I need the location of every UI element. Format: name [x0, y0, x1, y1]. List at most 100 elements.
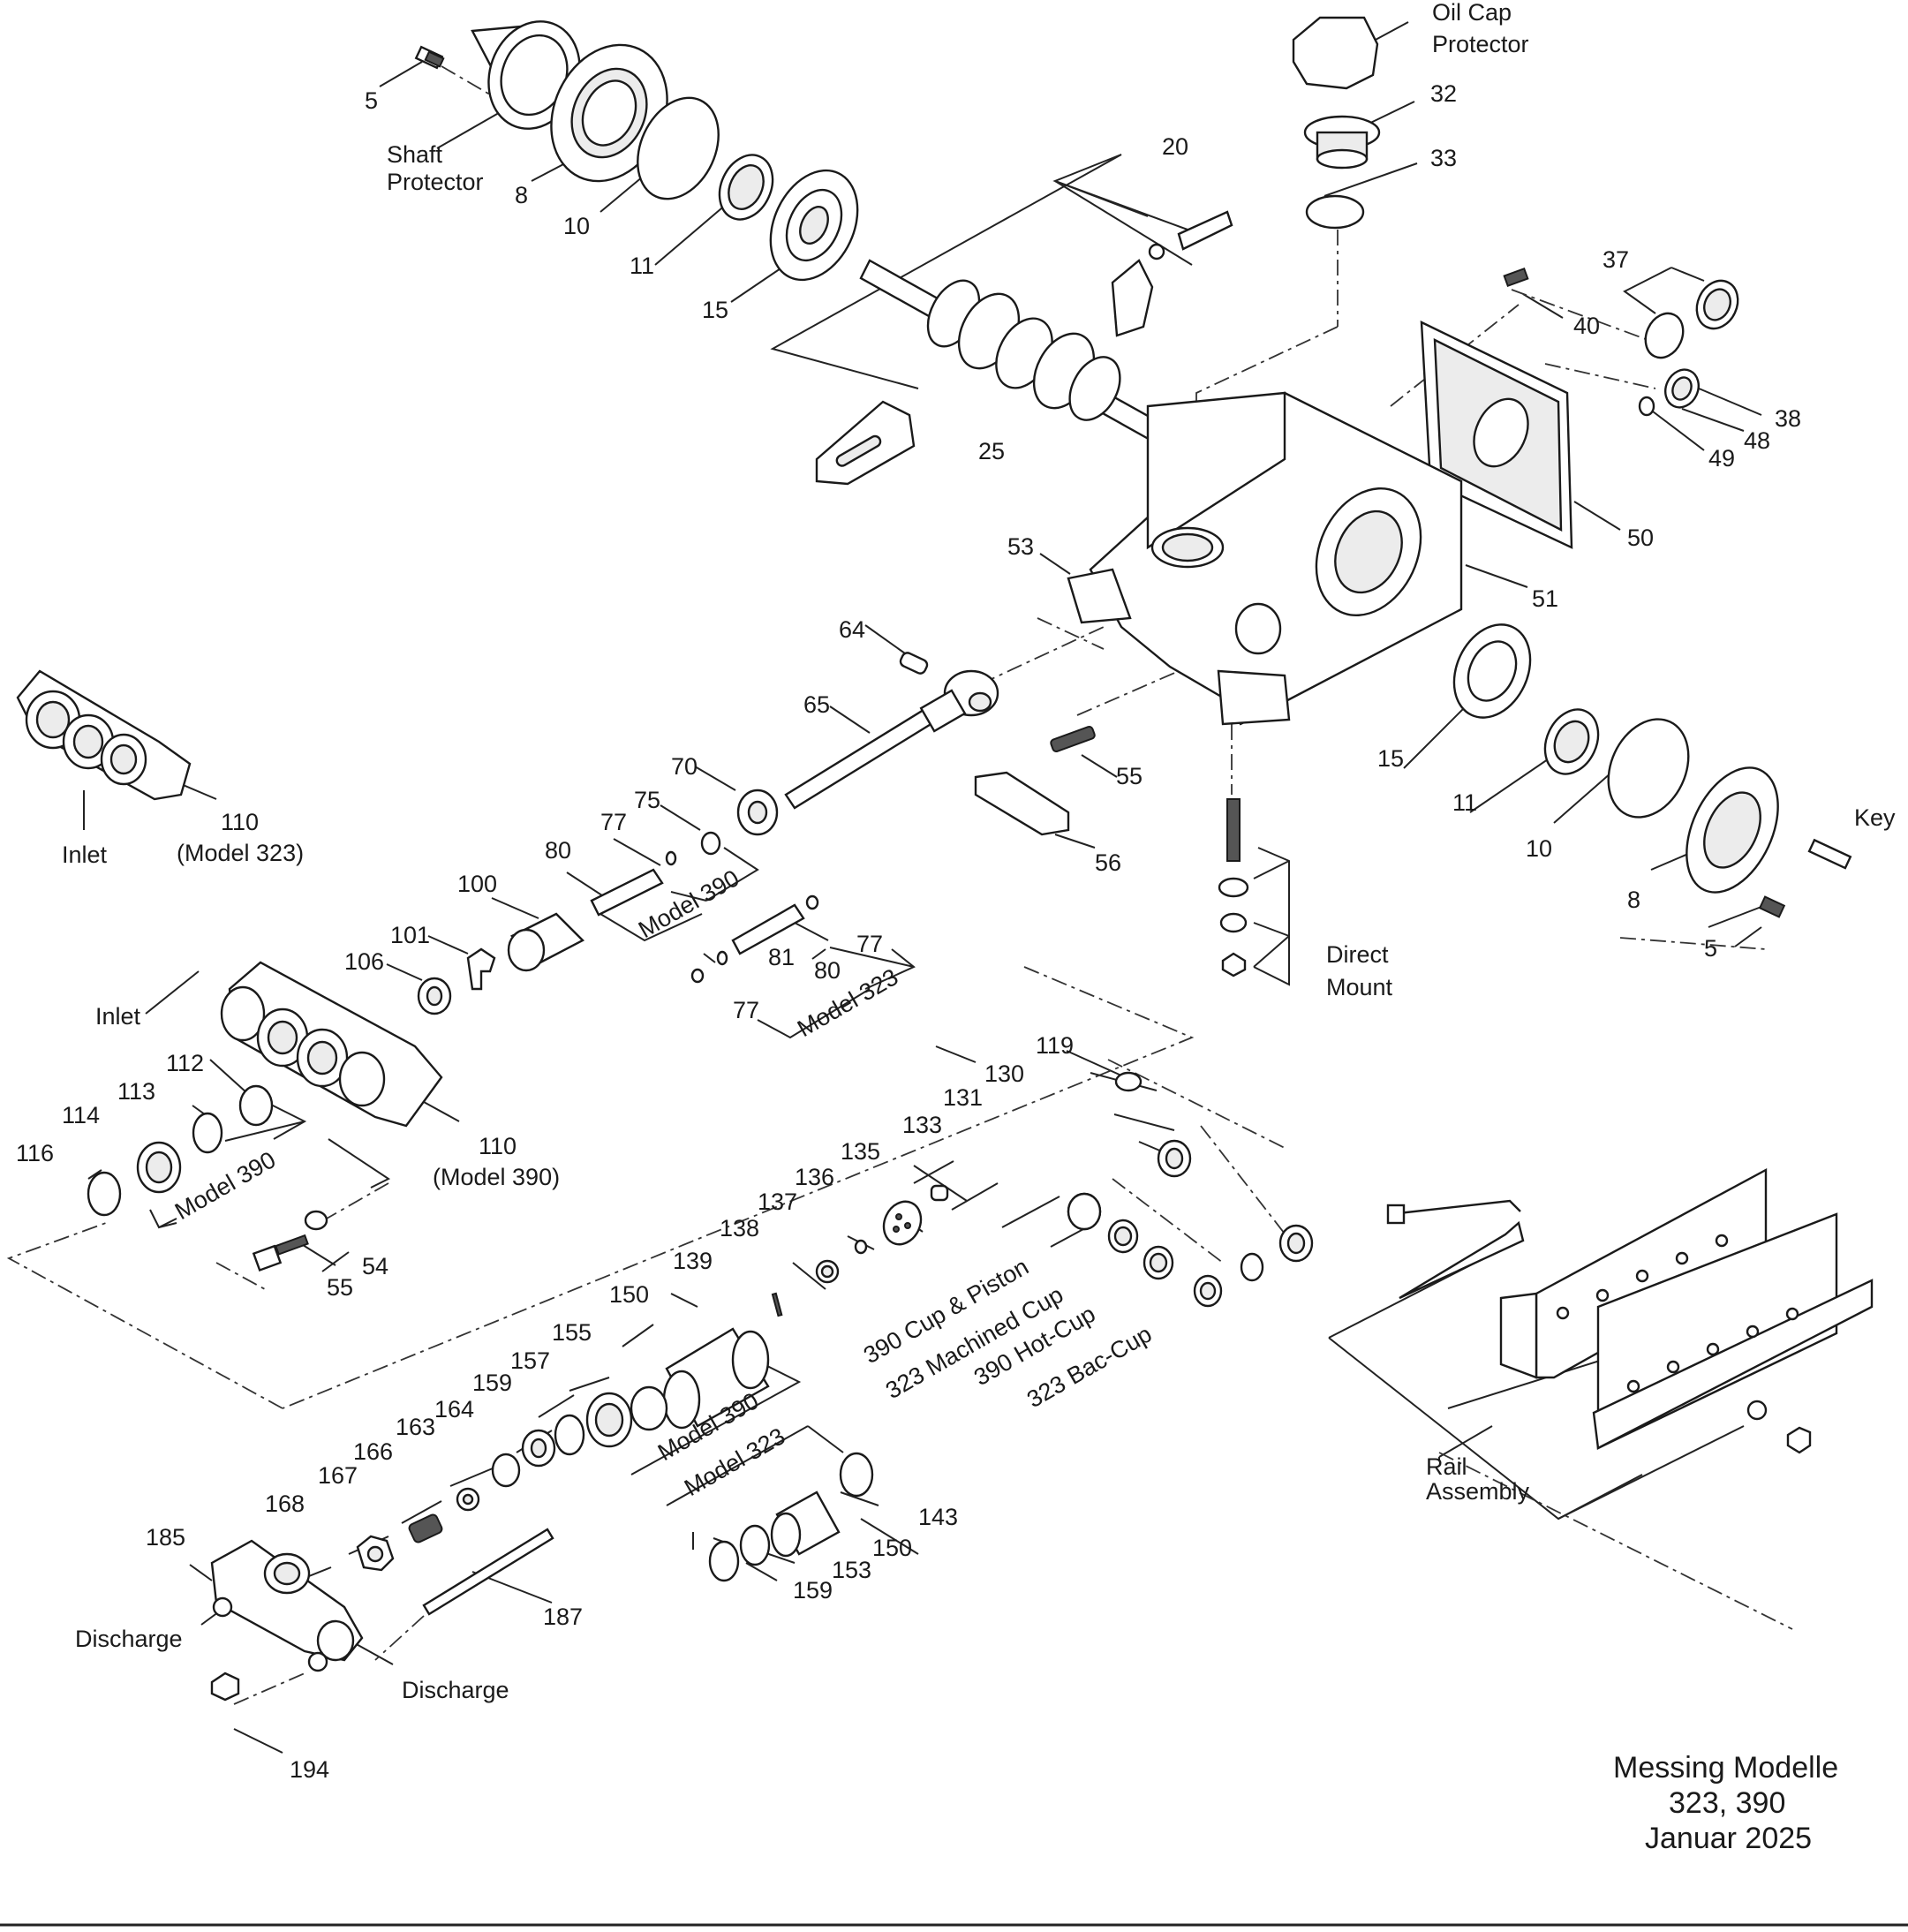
seal-106-icon — [417, 977, 452, 1015]
seal-case-157-icon — [585, 1392, 633, 1448]
label-shaft-protector-1: Shaft — [387, 141, 443, 168]
title-line-2: 323, 390 — [1669, 1786, 1785, 1820]
oil-seal-11-side-icon — [1543, 708, 1600, 775]
label-50: 50 — [1627, 525, 1654, 551]
cup-323-machined-icon — [1107, 1219, 1139, 1254]
plug-37-icon — [1695, 279, 1739, 330]
label-100: 100 — [457, 871, 497, 897]
label-167: 167 — [318, 1462, 358, 1489]
label-163: 163 — [396, 1414, 435, 1440]
label-70: 70 — [671, 753, 698, 780]
o-ring-81-icon — [716, 950, 728, 966]
label-8-side: 8 — [1627, 887, 1640, 913]
label-51: 51 — [1532, 585, 1558, 612]
label-model-390-b: (Model 390) — [433, 1164, 560, 1190]
label-48: 48 — [1744, 427, 1770, 454]
label-5-side: 5 — [1704, 935, 1717, 962]
o-ring-113-icon — [192, 1112, 223, 1154]
label-32: 32 — [1430, 80, 1457, 107]
label-15-side: 15 — [1377, 745, 1404, 772]
plug-114-icon — [136, 1141, 182, 1194]
label-56: 56 — [1095, 849, 1121, 876]
label-157: 157 — [510, 1347, 550, 1374]
label-15-top: 15 — [702, 297, 728, 323]
label-80-a: 80 — [545, 837, 571, 864]
bearing-15-top-icon — [769, 169, 859, 282]
label-138: 138 — [720, 1215, 759, 1241]
bearing-cover-8-top-icon — [550, 43, 668, 183]
o-ring-155-icon — [630, 1385, 668, 1431]
bracket-lines — [149, 154, 1745, 1521]
label-11-side: 11 — [1452, 789, 1477, 816]
label-155: 155 — [552, 1319, 592, 1346]
plunger-80b-icon — [731, 903, 805, 955]
dipstick-56-icon — [974, 771, 1070, 836]
label-oil-cap-1: Oil Cap — [1432, 0, 1512, 26]
washer-75-icon — [700, 831, 721, 856]
label-110-a: 110 — [221, 809, 259, 835]
label-77-c: 77 — [733, 997, 759, 1023]
label-133: 133 — [902, 1112, 942, 1138]
o-ring-159b-icon — [708, 1540, 740, 1582]
washer-119-icon — [1114, 1071, 1143, 1092]
label-130: 130 — [984, 1060, 1024, 1087]
label-direct-mount-1: Direct — [1326, 941, 1389, 968]
seal-164-icon — [521, 1429, 556, 1468]
nut-138-icon — [815, 1259, 840, 1284]
spring-135-icon — [930, 1184, 949, 1202]
label-shaft-protector-2: Protector — [387, 169, 484, 195]
label-101: 101 — [390, 922, 430, 948]
label-11-top: 11 — [630, 253, 654, 279]
inlet-manifold-323-icon — [16, 669, 192, 801]
label-106: 106 — [344, 948, 384, 975]
label-38: 38 — [1775, 405, 1801, 432]
label-model-390-c: Model 390 — [170, 1146, 280, 1225]
label-81: 81 — [768, 944, 795, 970]
screw-40-icon — [1503, 267, 1529, 288]
oil-cap-32-icon — [1303, 115, 1381, 170]
part-labels: 5 Shaft Protector 8 10 11 15 20 25 Oil C… — [16, 0, 1896, 1783]
label-5-top: 5 — [365, 87, 378, 114]
label-168: 168 — [265, 1491, 305, 1517]
bearing-15-side-icon — [1452, 623, 1532, 719]
connecting-rod-20-icon — [815, 210, 1233, 486]
crankshaft-25-icon — [859, 259, 1177, 450]
label-153: 153 — [832, 1557, 871, 1583]
label-137: 137 — [758, 1189, 797, 1215]
plunger-80a-icon — [590, 868, 664, 917]
o-ring-153-icon — [739, 1524, 771, 1566]
o-ring-116-icon — [87, 1171, 122, 1217]
label-159-a: 159 — [472, 1370, 512, 1396]
label-116: 116 — [16, 1140, 54, 1166]
label-key: Key — [1854, 804, 1896, 831]
title-line-1: Messing Modelle — [1613, 1751, 1838, 1785]
label-inlet-a: Inlet — [62, 841, 108, 868]
label-55-top: 55 — [1116, 763, 1143, 789]
stud-55-top-icon — [1050, 725, 1096, 753]
label-8-top: 8 — [515, 182, 528, 208]
label-model-323-b: (Model 323) — [177, 840, 304, 866]
crankcase-51-icon — [1067, 391, 1463, 726]
label-135: 135 — [841, 1138, 880, 1165]
title-block: Messing Modelle 323, 390 Januar 2025 — [1613, 1751, 1838, 1855]
label-166: 166 — [353, 1438, 393, 1465]
plug-168-icon — [356, 1535, 395, 1572]
label-150-b: 150 — [872, 1535, 912, 1561]
label-77-a: 77 — [600, 809, 627, 835]
valve-plate-136-icon — [882, 1200, 923, 1246]
o-ring-159a-icon — [554, 1414, 585, 1456]
label-oil-cap-2: Protector — [1432, 31, 1529, 57]
label-110-b: 110 — [479, 1133, 517, 1159]
spring-167-icon — [408, 1513, 443, 1543]
label-54: 54 — [362, 1253, 388, 1279]
label-119: 119 — [1036, 1032, 1074, 1059]
discharge-manifold-185-icon — [210, 1539, 364, 1672]
seal-retainer-70-icon — [736, 789, 779, 836]
screw-5-top-icon — [414, 45, 445, 70]
o-ring-77a-icon — [665, 850, 677, 866]
o-ring-137-icon — [854, 1239, 868, 1255]
washer-166-icon — [456, 1487, 480, 1512]
direct-mount-hardware-icon — [1218, 798, 1249, 977]
cup-390-hot-icon — [1143, 1245, 1174, 1280]
label-37: 37 — [1603, 246, 1629, 273]
